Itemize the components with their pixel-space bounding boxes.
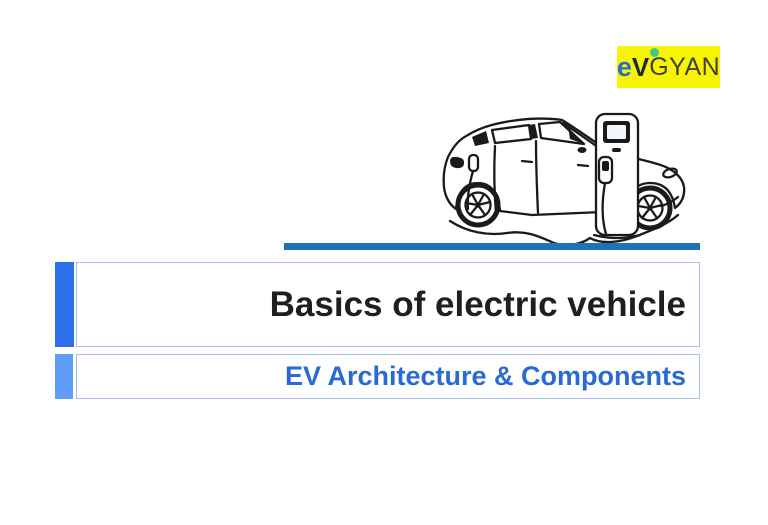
subtitle-accent-bar bbox=[55, 354, 73, 399]
car-sketch bbox=[442, 117, 686, 231]
charging-station-sketch bbox=[592, 112, 642, 240]
logo-letter-e: e bbox=[616, 52, 632, 82]
evgyan-logo: e V GYAN bbox=[617, 46, 720, 88]
page-subtitle: EV Architecture & Components bbox=[284, 361, 686, 391]
title-box: Basics of electric vehicle bbox=[76, 262, 700, 347]
title-accent-bar bbox=[55, 262, 74, 347]
divider-line bbox=[284, 243, 700, 250]
subtitle-box: EV Architecture & Components bbox=[76, 354, 700, 399]
page-title: Basics of electric vehicle bbox=[269, 285, 686, 324]
ev-charging-illustration-icon bbox=[442, 112, 686, 247]
logo-letter-v: V bbox=[631, 52, 650, 82]
logo-green-dot-icon bbox=[650, 48, 659, 57]
logo-letters-gyan: GYAN bbox=[649, 53, 721, 81]
